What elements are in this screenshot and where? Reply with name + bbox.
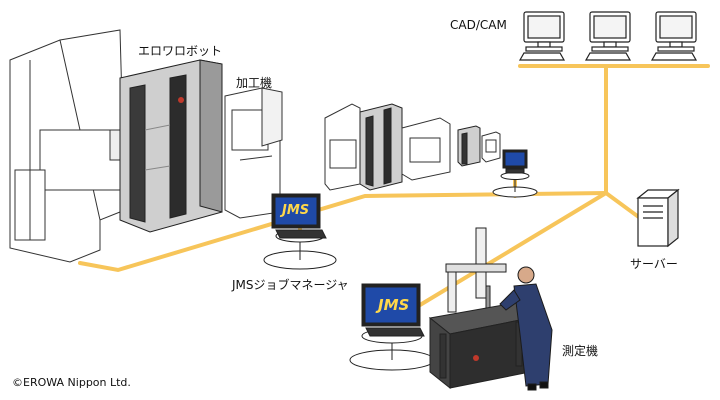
machine-tool [401, 117, 451, 181]
copyright: ©EROWA Nippon Ltd. [12, 376, 131, 389]
measuring-label: 測定機 [562, 344, 599, 358]
server-label: サーバー [630, 257, 678, 271]
jms-manager-label: JMSジョブマネージャ [232, 278, 349, 292]
robot-cell [457, 125, 481, 167]
cad-cam-computers [518, 11, 698, 61]
robot-cell [359, 103, 403, 191]
machining-label: 加工機 [236, 76, 273, 90]
machine-tool [9, 29, 129, 263]
server-icon [636, 188, 680, 248]
computer-icon [650, 11, 698, 61]
jms-logo-manager: JMS [282, 203, 310, 218]
computer-icon [584, 11, 632, 61]
operator-figure [499, 266, 553, 391]
computer-icon [518, 11, 566, 61]
cad-cam-label: CAD/CAM [450, 18, 507, 32]
monitor-stand [263, 193, 337, 270]
machine-tool [324, 103, 361, 191]
monitor-stand [492, 149, 538, 198]
robot-cell [119, 59, 223, 233]
main-network-line [78, 190, 642, 273]
machine-tool [481, 131, 501, 163]
monitor-stand [349, 283, 435, 371]
robot-label: エロワロボット [138, 44, 223, 58]
jms-logo-measuring: JMS [378, 296, 410, 314]
